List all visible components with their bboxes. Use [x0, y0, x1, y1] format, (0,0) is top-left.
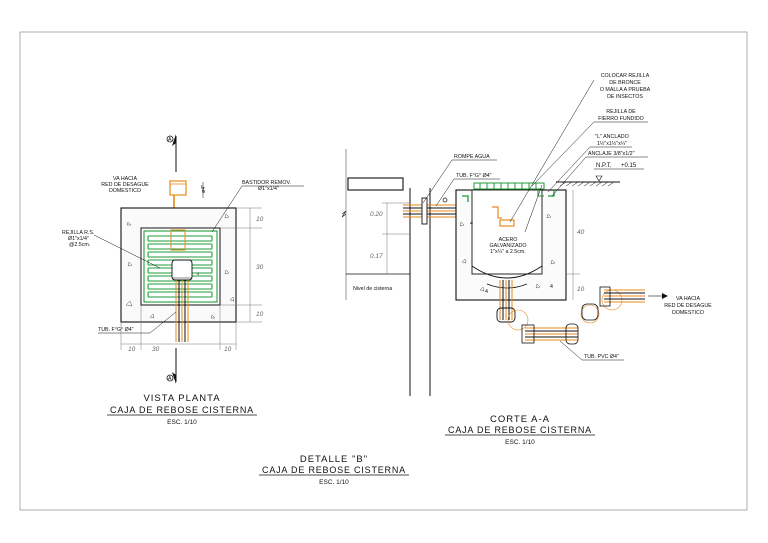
- section-va-hacia-2: RED DE DESAGUE: [664, 303, 712, 309]
- detail-title: DETALLE "B": [300, 454, 368, 465]
- section-outlet-pipe: [499, 280, 513, 320]
- npt-value: +0.15: [621, 163, 637, 169]
- plan-rejilla-2: Ø1"x1/4": [68, 236, 89, 242]
- plan-dim-b10a: 10: [128, 346, 136, 353]
- exit-pipe: [604, 289, 645, 303]
- sheet-border: [19, 31, 748, 511]
- section-dim-40: 40: [577, 229, 585, 236]
- plan-subtitle: CAJA DE REBOSE CISTERNA: [110, 405, 254, 415]
- plan-scale: ESC. 1/10: [167, 419, 197, 426]
- section-va-hacia-1: VA HACIA: [676, 296, 701, 302]
- acero-3: 1"x¼" a 2.5cm.: [490, 249, 526, 255]
- plan-dim-30: 30: [256, 264, 264, 271]
- plan-rejilla-3: @2.5cm.: [69, 242, 90, 248]
- pvc-pipe: [525, 327, 578, 341]
- section-mark-top: [166, 135, 174, 143]
- npt-label: N.P.T.: [596, 163, 612, 169]
- acero-2: GALVANIZADO: [490, 243, 527, 249]
- section-box-inner: [471, 189, 543, 275]
- plan-dim-10b: 10: [256, 311, 264, 318]
- plan-view: A ø4" VA HACIA RED DE DESAGUE DOMESTICO …: [62, 134, 304, 426]
- plan-va-hacia-2: RED DE DESAGUE: [101, 182, 149, 188]
- colocar-3: O MALLA A PRUEBA: [600, 87, 651, 93]
- svg-text:4: 4: [550, 284, 553, 290]
- rompe-agua-label: ROMPE AGUA: [454, 154, 490, 160]
- detail-subtitle: CAJA DE REBOSE CISTERNA: [262, 465, 406, 475]
- section-view: Nivel de cisterna 0.20 0.17 4 4 4: [341, 73, 712, 446]
- nivel-cisterna: Nivel de cisterna: [353, 286, 392, 292]
- tub-pvc-label: TUB. PVC Ø4": [584, 354, 619, 360]
- section-tub-fg: TUB. F°G° Ø4": [456, 173, 492, 179]
- plan-dim-10a: 10: [256, 216, 264, 223]
- colocar-2: DE BRONCE: [609, 80, 641, 86]
- rejilla-ff-1: REJILLA DE: [606, 109, 636, 115]
- plan-frame: [170, 229, 186, 251]
- top-slab: [347, 177, 404, 191]
- svg-text:4: 4: [485, 289, 488, 295]
- plan-outlet-pipe: [175, 280, 189, 342]
- pipe-top: [169, 180, 187, 196]
- section-mark-bottom-label: A: [168, 376, 172, 382]
- colocar-4: DE INSECTOS: [607, 94, 643, 100]
- plan-dim-right: [220, 207, 262, 323]
- section-subtitle: CAJA DE REBOSE CISTERNA: [448, 425, 592, 435]
- plan-title: VISTA PLANTA: [143, 393, 220, 404]
- detail-title-block: DETALLE "B" CAJA DE REBOSE CISTERNA ESC.…: [259, 454, 409, 486]
- section-title: CORTE A-A: [490, 414, 550, 425]
- section-va-hacia-3: DOMESTICO: [672, 310, 704, 316]
- section-dim-10: 10: [577, 286, 585, 293]
- elbow-detail: [507, 309, 529, 331]
- svg-text:4: 4: [470, 221, 473, 227]
- section-dim-020: 0.20: [370, 211, 383, 218]
- plan-va-hacia-1: VA HACIA: [113, 176, 138, 182]
- anclado-2: 1½"x1½"x¼": [597, 140, 627, 147]
- section-mark-top-label: A: [168, 137, 172, 143]
- plan-dim-b10b: 10: [224, 346, 232, 353]
- colocar-1: COLOCAR REJILLA: [601, 73, 650, 79]
- acero-1: ACERO: [499, 237, 518, 243]
- plan-va-hacia-3: DOMESTICO: [109, 188, 141, 194]
- detail-scale: ESC. 1/10: [319, 479, 349, 486]
- plan-dim-bottom: [120, 305, 237, 350]
- section-mark-bottom: [166, 374, 174, 382]
- section-dim-017: 0.17: [370, 253, 383, 260]
- plan-bastidor-1: BASTIDOR REMOV.: [242, 180, 291, 186]
- anclaje-label: ANCLAJE 3/8"x1/2": [588, 151, 635, 157]
- plan-bastidor-2: Ø1"x1/4": [258, 186, 279, 192]
- pipe-dim-label: ø4": [201, 185, 207, 193]
- section-grate: [462, 182, 555, 202]
- anclado-1: "L" ANCLADO: [595, 134, 629, 140]
- plan-drain: [171, 259, 193, 281]
- plan-rejilla-1: REJILLA R.S.: [62, 230, 94, 236]
- rompe-agua-flange: [421, 197, 428, 225]
- rejilla-ff-2: FIERRO FUNDIDO: [598, 116, 644, 122]
- section-scale: ESC. 1/10: [505, 439, 535, 446]
- plan-tub-fg: TUB. F°G° Ø4": [98, 327, 134, 333]
- plan-dim-b30: 30: [152, 346, 160, 353]
